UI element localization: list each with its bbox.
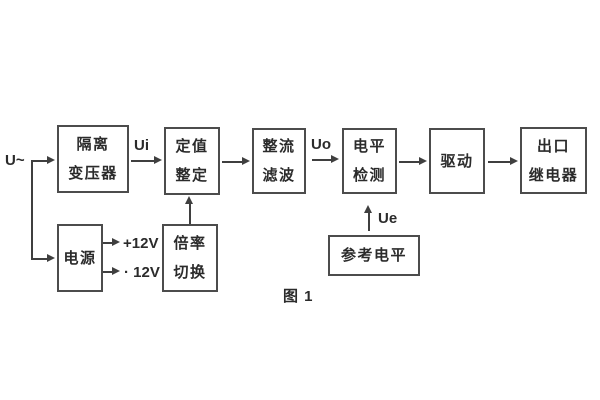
block-level-detection: 电平 检测 bbox=[342, 128, 397, 194]
block-isolation-transformer-label-line2: 变压器 bbox=[68, 165, 118, 182]
block-output-relay-label-line2: 继电器 bbox=[528, 166, 579, 184]
block-power-supply: 电源 bbox=[57, 224, 103, 292]
block-isolation-transformer-label-line1: 隔离 bbox=[76, 136, 110, 153]
arrowhead-into-setting-from-ratio bbox=[185, 196, 193, 204]
uo-signal-label: Uo bbox=[311, 136, 331, 153]
block-setting-adjust: 定值 整定 bbox=[164, 127, 220, 195]
connector-ratio-to-setting-line bbox=[189, 204, 191, 224]
block-reference-level: 参考电平 bbox=[328, 235, 420, 276]
block-ratio-switch-label-line2: 切换 bbox=[173, 264, 207, 281]
block-driver-label: 驱动 bbox=[440, 152, 474, 170]
minus-12v-label: · 12V bbox=[124, 264, 160, 281]
block-level-detection-label-line2: 检测 bbox=[352, 167, 386, 184]
arrowhead-into-level-from-reference bbox=[364, 205, 372, 213]
arrowhead-into-output-relay bbox=[510, 157, 518, 165]
connector-power-minus12v-line bbox=[103, 271, 113, 273]
block-power-supply-label: 电源 bbox=[63, 249, 97, 267]
connector-input-to-transformer-line bbox=[31, 160, 48, 162]
connector-driver-to-relay-line bbox=[488, 161, 510, 163]
arrowhead-plus12v bbox=[112, 238, 120, 246]
block-reference-level-label: 参考电平 bbox=[340, 247, 407, 264]
ue-signal-label: Ue bbox=[378, 210, 398, 227]
ui-signal-label: Ui bbox=[134, 137, 149, 154]
block-rectifier-filter-label-line2: 滤波 bbox=[262, 167, 296, 184]
input-voltage-label: U~ bbox=[5, 152, 25, 169]
connector-input-to-power-line bbox=[31, 258, 48, 260]
arrowhead-into-rectifier-filter bbox=[242, 157, 250, 165]
block-level-detection-label-line1: 电平 bbox=[352, 138, 386, 155]
connector-input-branch-vertical-line bbox=[31, 160, 33, 259]
arrowhead-into-power-supply bbox=[47, 254, 55, 262]
block-ratio-switch: 倍率 切换 bbox=[162, 224, 218, 292]
connector-rectifier-to-level-line bbox=[312, 159, 331, 161]
figure-caption: 图 1 bbox=[283, 288, 314, 305]
plus-12v-label: +12V bbox=[123, 235, 159, 252]
block-isolation-transformer: 隔离 变压器 bbox=[57, 125, 129, 193]
connector-power-plus12v-line bbox=[103, 242, 113, 244]
arrowhead-into-isolation-transformer bbox=[47, 156, 55, 164]
connector-transformer-to-setting-line bbox=[131, 160, 154, 162]
arrowhead-into-driver bbox=[419, 157, 427, 165]
block-setting-adjust-label-line2: 整定 bbox=[175, 167, 209, 184]
block-rectifier-filter: 整流 滤波 bbox=[252, 128, 306, 194]
arrowhead-into-setting-adjust bbox=[154, 156, 162, 164]
arrowhead-minus12v bbox=[112, 267, 120, 275]
block-rectifier-filter-label-line1: 整流 bbox=[262, 138, 296, 155]
block-output-relay: 出口 继电器 bbox=[520, 127, 587, 194]
connector-setting-to-rectifier-line bbox=[222, 161, 242, 163]
block-output-relay-label-line1: 出口 bbox=[536, 137, 570, 155]
connector-level-to-driver-line bbox=[399, 161, 419, 163]
arrowhead-into-level-detection bbox=[331, 155, 339, 163]
block-driver: 驱动 bbox=[429, 128, 485, 194]
connector-reference-to-level-line bbox=[368, 213, 370, 231]
block-setting-adjust-label-line1: 定值 bbox=[175, 138, 209, 155]
block-ratio-switch-label-line1: 倍率 bbox=[173, 235, 207, 252]
